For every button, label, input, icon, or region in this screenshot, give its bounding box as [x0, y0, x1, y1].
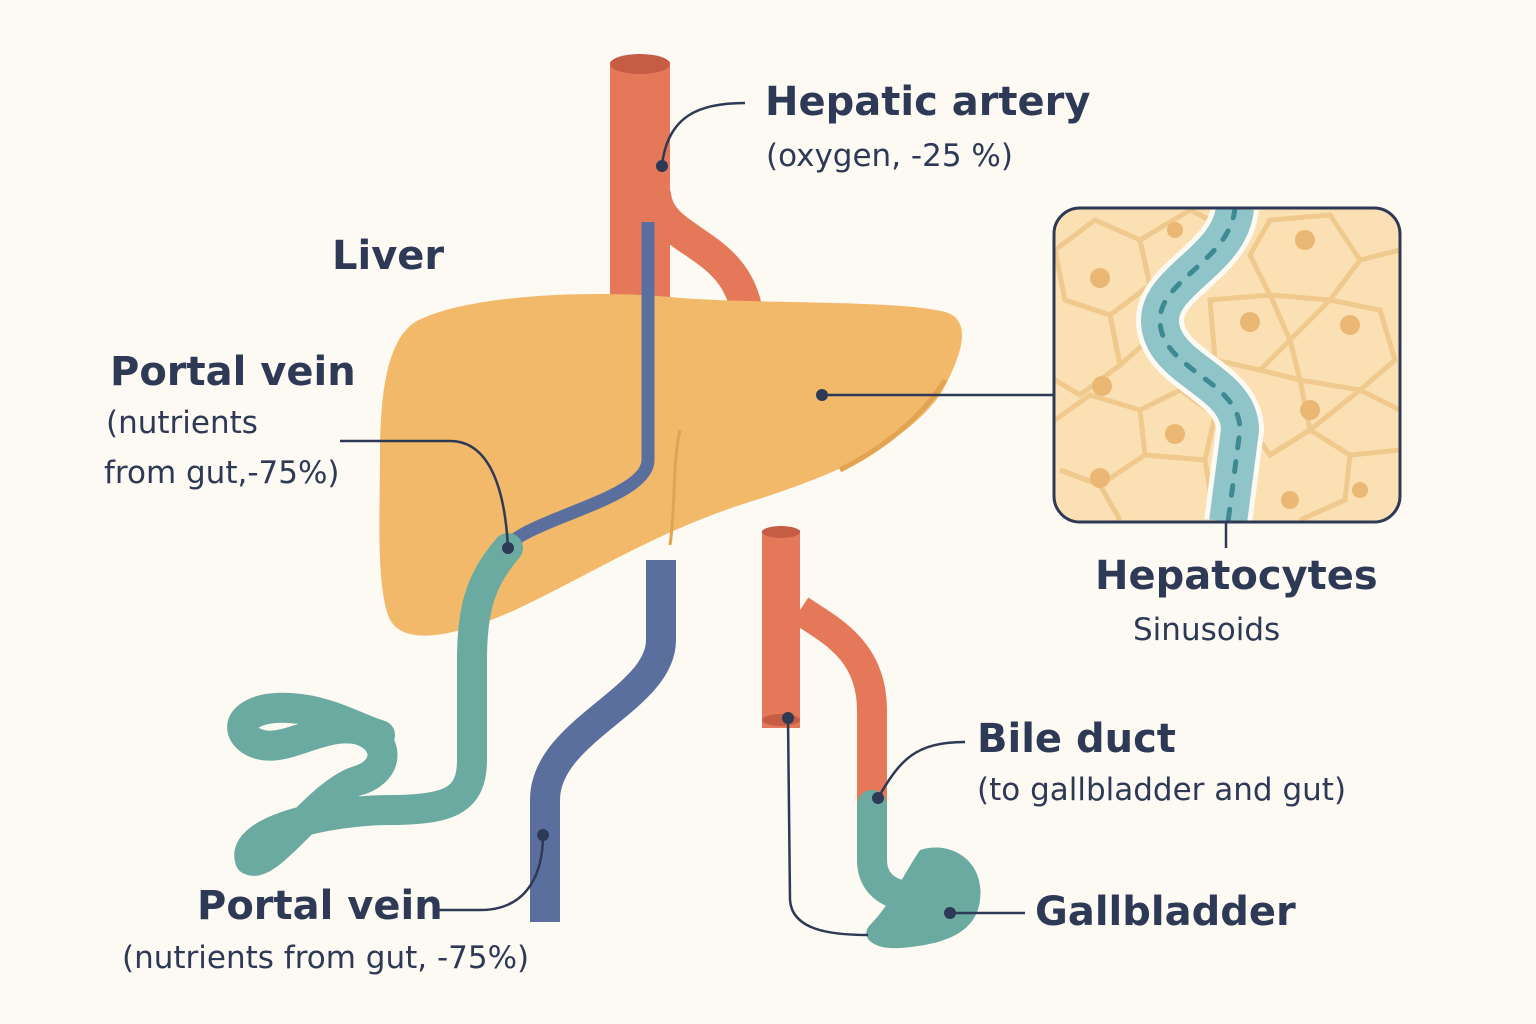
lower-artery-trunk: [762, 530, 800, 728]
gallbladder-title: Gallbladder: [1035, 889, 1296, 935]
bile-duct-red-segment: [791, 597, 887, 812]
leader-markers: [502, 160, 956, 919]
marker-portal-vein-upper: [502, 542, 514, 554]
portal-vein-descending: [530, 560, 676, 922]
sinusoid-flow: [1157, 208, 1243, 522]
intestine-tube: [227, 533, 523, 876]
leader-portal-vein-upper: [340, 439, 510, 549]
lower-artery-top: [762, 526, 800, 538]
liver-shape: [379, 293, 962, 636]
hepatic-artery-title: Hepatic artery: [765, 79, 1091, 125]
leader-portal-vein-lower: [438, 834, 545, 912]
portal-vein-lower-detail: (nutrients from gut, -75%): [122, 940, 530, 976]
marker-liver: [816, 389, 828, 401]
portal-vein-upper-detail-1: (nutrients: [106, 405, 258, 441]
portal-vein-upper-title: Portal vein: [110, 349, 356, 395]
liver-lobe-fissure: [668, 429, 682, 546]
leader-bile-duct: [876, 740, 966, 799]
bile-duct-detail: (to gallbladder and gut): [977, 772, 1347, 808]
marker-gallbladder: [944, 907, 956, 919]
bile-duct-title: Bile duct: [977, 716, 1176, 762]
inset-cells: [1054, 208, 1400, 522]
hepatic-artery-detail: (oxygen, -25 %): [766, 138, 1013, 174]
artery-top-opening: [610, 54, 670, 74]
lower-vessels: [762, 526, 940, 912]
leader-artery-to-gallbladder: [786, 717, 869, 937]
hepatocytes-inset: [1052, 206, 1402, 524]
marker-artery-end: [782, 712, 794, 724]
marker-hepatic-artery: [656, 160, 668, 172]
marker-portal-vein-lower: [537, 829, 549, 841]
liver-label: Liver: [332, 233, 445, 279]
marker-bile-duct: [872, 792, 884, 804]
leader-hepatic-artery: [660, 101, 746, 166]
portal-vein-upper-detail-2: from gut,-75%): [104, 455, 340, 491]
leader-lines: [340, 101, 1228, 937]
cell-nuclei: [1090, 222, 1368, 509]
liver-organ: [379, 293, 962, 636]
hepatocytes-detail: Sinusoids: [1133, 612, 1281, 648]
lower-artery-bottom: [762, 714, 800, 726]
hepatocytes-title: Hepatocytes: [1095, 553, 1378, 599]
intestine-path: [227, 533, 523, 876]
artery-branch: [639, 179, 764, 336]
gallbladder-organ: [866, 847, 981, 949]
portal-vein-lower-title: Portal vein: [197, 883, 443, 929]
liver-right-edge-shade: [838, 378, 948, 473]
